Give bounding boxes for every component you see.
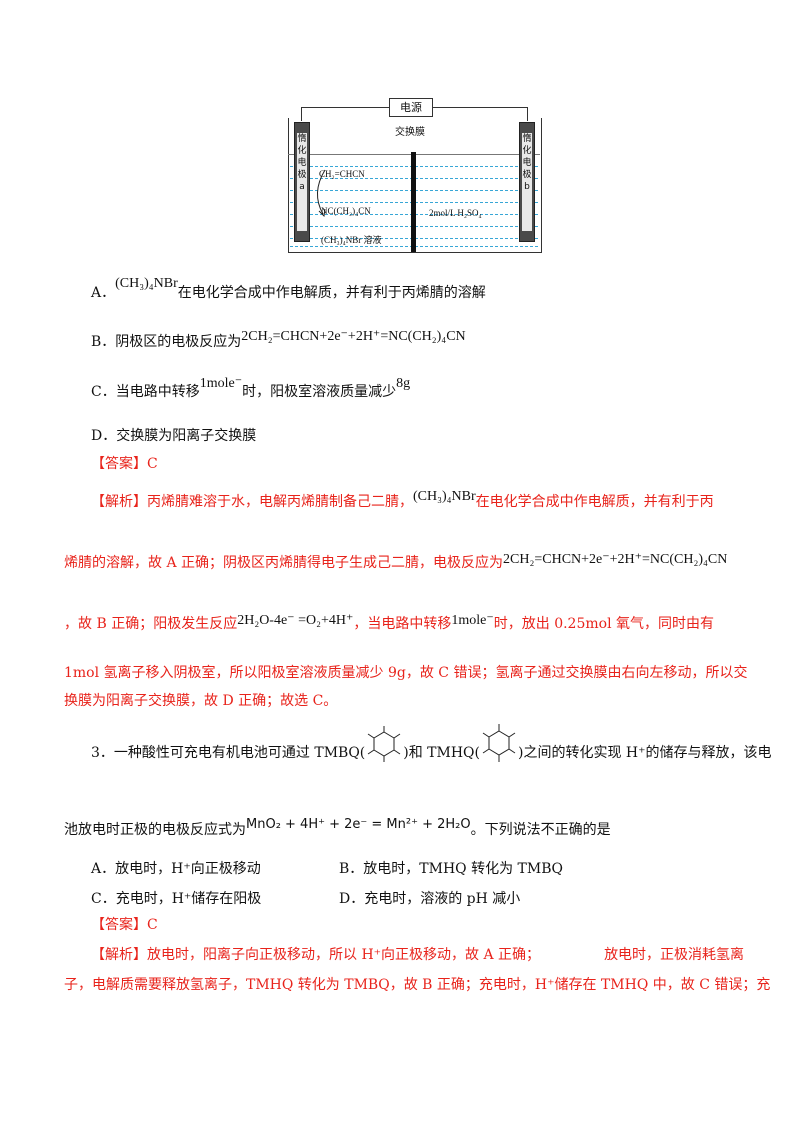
analysis-q2-line3: ，故 B 正确；阳极发生反应2H₂O-4e⁻ =O₂+4H⁺，当电路中转移1mo… bbox=[64, 613, 715, 635]
analysis-text: 时，放出 0.25mol 氧气，同时由有 bbox=[493, 616, 715, 632]
tmhq-structure-icon bbox=[482, 724, 516, 762]
q3-stem-text: 池放电时正极的电极反应式为 bbox=[64, 822, 246, 838]
q3-stem-line1: 3．一种酸性可充电有机电池可通过 TMBQ( )和 TMHQ( )之间的转化实现… bbox=[91, 724, 772, 765]
reaction-arrow-icon bbox=[317, 169, 326, 218]
option-c-formula-charge: 1mole⁻ bbox=[199, 376, 243, 391]
reactant-formula: CH₂=CHCN bbox=[319, 169, 365, 179]
power-source-label: 电源 bbox=[389, 98, 433, 117]
analysis-q2-line2: 烯腈的溶解，故 A 正确；阴极区丙烯腈得电子生成己二腈，电极反应为2CH₂=CH… bbox=[64, 552, 728, 574]
analysis-q3-line1: 【解析】放电时，阳离子向正极移动，所以 H⁺向正极移动，故 A 正确； 放电时，正… bbox=[91, 945, 744, 965]
electrode-a: 惰化电极a bbox=[294, 122, 310, 242]
wire-left bbox=[301, 107, 389, 108]
electrode-b: 惰化电极b bbox=[519, 122, 535, 242]
wire-left-down bbox=[301, 107, 302, 121]
option-d: D．交换膜为阳离子交换膜 bbox=[91, 428, 257, 444]
analysis-formula: 2H₂O-4e⁻ =O₂+4H⁺ bbox=[237, 613, 354, 628]
q3-stem-text: 。下列说法不正确的是 bbox=[470, 822, 611, 838]
q3-option-c: C．充电时，H⁺储存在阳极 bbox=[91, 891, 262, 907]
q3-stem-text: )和 TMHQ( bbox=[403, 745, 480, 761]
analysis-tag: 【解析】 bbox=[91, 947, 147, 963]
option-c-formula-mass: 8g bbox=[396, 376, 411, 391]
product-formula: NC(CH₂)₄CN bbox=[321, 206, 371, 216]
analysis-q2-line1: 【解析】丙烯腈难溶于水，电解丙烯腈制备己二腈，(CH₃)₄NBr在电化学合成中作… bbox=[91, 489, 714, 513]
option-a-formula: (CH₃)₄NBr bbox=[115, 276, 178, 291]
analysis-text: 放电时，正极消耗氢离 bbox=[604, 947, 745, 963]
q3-option-d: D．充电时，溶液的 pH 减小 bbox=[339, 891, 521, 907]
analysis-text: 在电化学合成中作电解质，并有利于丙 bbox=[475, 494, 714, 510]
analysis-text: ，当电路中转移 bbox=[353, 616, 452, 632]
analysis-text: 丙烯腈难溶于水，电解丙烯腈制备己二腈， bbox=[147, 494, 413, 510]
analysis-tag: 【解析】 bbox=[91, 494, 147, 510]
q3-cathode-equation: MnO₂ + 4H⁺ + 2e⁻ = Mn²⁺ + 2H₂O bbox=[246, 817, 471, 832]
tmbq-structure-icon bbox=[367, 726, 401, 762]
option-a-text: 在电化学合成中作电解质，并有利于丙烯腈的溶解 bbox=[177, 285, 486, 301]
option-b: B．阴极区的电极反应为2CH₂=CHCN+2e⁻+2H⁺=NC(CH₂)₄CN bbox=[91, 329, 466, 353]
membrane-label: 交换膜 bbox=[395, 127, 425, 138]
answer-q2: 【答案】C bbox=[91, 456, 158, 472]
q3-option-b: B．放电时，TMHQ 转化为 TMBQ bbox=[339, 861, 563, 877]
analysis-formula: 1mole⁻ bbox=[451, 613, 494, 628]
option-b-label: B．阴极区的电极反应为 bbox=[91, 334, 242, 350]
option-c-text: 时，阳极室溶液质量减少 bbox=[242, 384, 397, 400]
analysis-formula: (CH₃)₄NBr bbox=[413, 489, 476, 504]
q3-stem-text: )之间的转化实现 H⁺的储存与释放，该电 bbox=[518, 745, 772, 761]
wire-right bbox=[433, 107, 527, 108]
option-c: C．当电路中转移1mole⁻时，阳极室溶液质量减少8g bbox=[91, 376, 410, 403]
q3-stem-text: 3．一种酸性可充电有机电池可通过 TMBQ( bbox=[91, 745, 366, 761]
right-solution-label: 2mol/L H₂SO₄ bbox=[429, 208, 482, 218]
option-c-label: C．当电路中转移 bbox=[91, 384, 200, 400]
analysis-text: 放电时，阳离子向正极移动，所以 H⁺向正极移动，故 A 正确； bbox=[147, 947, 541, 963]
option-a-label: A． bbox=[91, 285, 116, 301]
analysis-text: ，故 B 正确；阳极发生反应 bbox=[64, 616, 238, 632]
analysis-q2-line4: 1mol 氢离子移入阴极室，所以阳极室溶液质量减少 9g，故 C 错误；氢离子通… bbox=[64, 665, 748, 681]
electrode-b-label: 惰化电极b bbox=[522, 133, 532, 231]
electrode-a-label: 惰化电极a bbox=[297, 133, 307, 231]
electrolysis-diagram: 电源 交换膜 惰化电极a 惰化电极b CH₂=CHCN NC(CH₂)₄CN (… bbox=[283, 96, 545, 256]
exchange-membrane bbox=[411, 152, 416, 252]
q3-option-a: A．放电时，H⁺向正极移动 bbox=[91, 861, 261, 877]
analysis-q2-line5: 换膜为阳离子交换膜，故 D 正确；故选 C。 bbox=[64, 693, 338, 709]
option-b-formula: 2CH₂=CHCN+2e⁻+2H⁺=NC(CH₂)₄CN bbox=[241, 329, 466, 344]
analysis-formula: 2CH₂=CHCN+2e⁻+2H⁺=NC(CH₂)₄CN bbox=[503, 552, 728, 567]
answer-q3: 【答案】C bbox=[91, 917, 158, 933]
left-solution-label: (CH₃)₄NBr 溶液 bbox=[321, 235, 382, 245]
option-a: A．(CH₃)₄NBr在电化学合成中作电解质，并有利于丙烯腈的溶解 bbox=[91, 276, 486, 304]
analysis-q3-line2: 子，电解质需要释放氢离子，TMHQ 转化为 TMBQ，故 B 正确；充电时，H⁺… bbox=[64, 977, 771, 993]
electrolytic-tank bbox=[288, 118, 542, 253]
analysis-text: 烯腈的溶解，故 A 正确；阴极区丙烯腈得电子生成己二腈，电极反应为 bbox=[64, 555, 504, 571]
wire-right-down bbox=[527, 107, 528, 121]
q3-stem-line2: 池放电时正极的电极反应式为MnO₂ + 4H⁺ + 2e⁻ = Mn²⁺ + 2… bbox=[64, 817, 611, 841]
